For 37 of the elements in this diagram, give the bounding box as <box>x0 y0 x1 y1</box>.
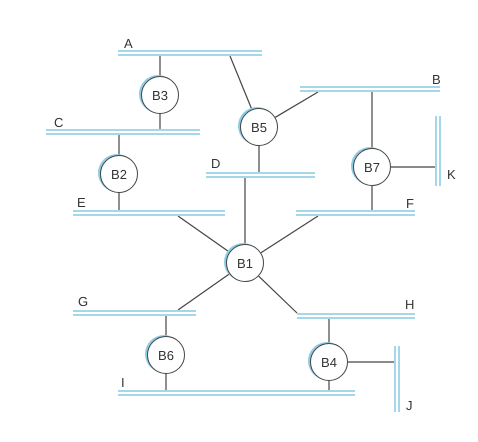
bus-node-circle: B4 <box>310 343 348 381</box>
connector-line <box>118 135 120 155</box>
bus-label: F <box>406 197 414 210</box>
connector-line <box>258 276 298 314</box>
connector-line <box>371 186 373 210</box>
bus-label: K <box>447 168 456 181</box>
bus-label: C <box>54 116 64 129</box>
connector-line <box>229 56 252 110</box>
bus-node-circle: B2 <box>100 155 138 193</box>
connector-line <box>391 166 435 168</box>
bus-node-circle: B6 <box>147 336 185 374</box>
connector-line <box>165 316 167 336</box>
connector-line <box>178 216 230 253</box>
bus-label: J <box>406 399 412 412</box>
connector-line <box>275 91 318 118</box>
bus-node-circle: B3 <box>141 76 179 114</box>
connector-line <box>159 56 161 76</box>
connector-line <box>118 193 120 210</box>
connector-line <box>371 92 373 148</box>
bus-node-circle: B5 <box>240 108 278 146</box>
connector-line <box>159 114 161 129</box>
bus-node-circle: B1 <box>226 244 264 282</box>
bus-node-circle: B7 <box>353 148 391 186</box>
connector-line <box>260 216 318 254</box>
bus-label: A <box>124 37 133 50</box>
bus-label: D <box>211 157 220 170</box>
bus-label: H <box>405 298 414 311</box>
connector-line <box>244 178 246 244</box>
connector-line <box>348 361 394 363</box>
bus-label: B <box>432 73 441 86</box>
bus-label: I <box>121 376 125 389</box>
bus-label: G <box>78 295 88 308</box>
connector-line <box>258 146 260 172</box>
connector-line <box>178 273 230 310</box>
connector-line <box>328 319 330 343</box>
bus-label: E <box>77 196 86 209</box>
connector-line <box>165 374 167 390</box>
